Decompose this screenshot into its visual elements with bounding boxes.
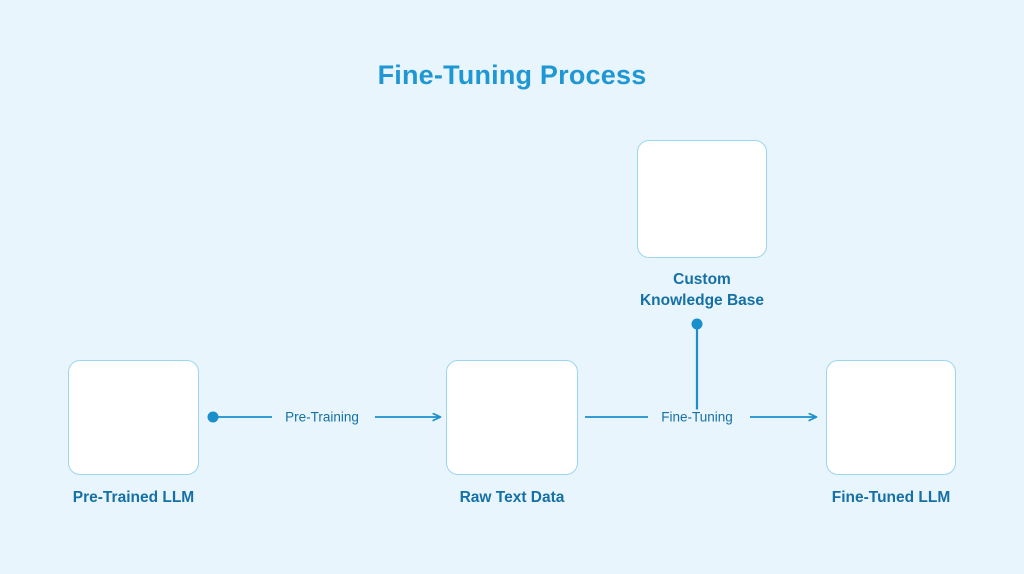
node-label-line-2: Knowledge Base	[639, 291, 765, 309]
node-card[interactable]	[637, 140, 767, 258]
node-label: Custom Knowledge Base	[640, 270, 764, 312]
node-card[interactable]	[826, 360, 956, 475]
node-label: Fine-Tuned LLM	[831, 489, 951, 506]
connector-label-fine-tuning: Fine-Tuning	[656, 409, 738, 425]
connector-start-dot	[691, 318, 703, 330]
node-label: Raw Text Data	[459, 489, 565, 506]
connector-pre-training	[207, 411, 441, 423]
connector-knowledge-feed	[691, 318, 703, 417]
node-label: Pre-Trained LLM	[72, 489, 195, 506]
node-label-line-1: Custom	[673, 271, 731, 288]
connector-start-dot	[207, 411, 219, 423]
node-card[interactable]	[446, 360, 578, 475]
node-custom-knowledge-base[interactable]: Custom Knowledge Base	[637, 140, 767, 309]
node-raw-text-data[interactable]: Raw Text Data	[446, 360, 578, 506]
node-pre-trained-llm[interactable]: Pre-Trained LLM	[68, 360, 199, 506]
page-title: Fine-Tuning Process	[377, 60, 647, 90]
connector-label-pre-training: Pre-Training	[280, 409, 364, 425]
node-fine-tuned-llm[interactable]: Fine-Tuned LLM	[826, 360, 956, 506]
node-card[interactable]	[68, 360, 199, 475]
